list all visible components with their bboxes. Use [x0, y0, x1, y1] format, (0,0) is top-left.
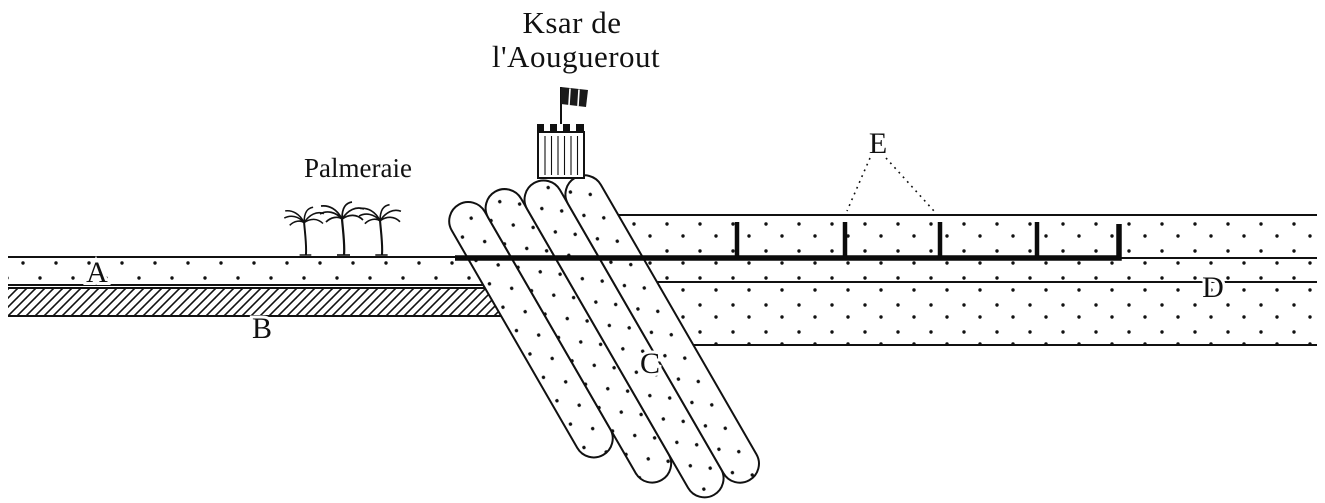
layer-d-mid-band: [600, 261, 1317, 281]
palm-grove-label: Palmeraie: [304, 153, 412, 183]
ksar-fort-icon: [537, 87, 588, 179]
topsoil-layer-a: [8, 259, 500, 284]
label-e: E: [869, 127, 887, 160]
foggara-gallery-line: [455, 224, 1122, 261]
fort-tower-hatching: [544, 136, 579, 175]
palm-tree-icon: [358, 203, 402, 257]
label-b: B: [252, 312, 272, 345]
figure-title-line-1: Ksar de: [522, 5, 621, 40]
palm-grove-illustration: [283, 200, 402, 257]
fort-battlements: [537, 124, 584, 133]
e-leader-left: [846, 157, 871, 212]
hatched-layer-b: [8, 288, 520, 316]
aquifer-layers-d: [575, 214, 1317, 346]
flag-icon: [561, 87, 588, 107]
palm-tree-icon: [318, 200, 366, 257]
label-c: C: [640, 347, 660, 380]
foggara: [455, 222, 1122, 261]
left-layers: [8, 256, 520, 317]
label-d: D: [1202, 271, 1224, 304]
layer-d-lower-band: [640, 284, 1317, 344]
e-leader-lines: [846, 157, 935, 212]
palm-tree-icon: [283, 206, 325, 256]
e-leader-right: [885, 157, 935, 212]
figure-title-line-2: l'Aouguerout: [492, 39, 660, 74]
label-a: A: [86, 256, 108, 289]
layer-d-upper-band: [575, 217, 1317, 257]
fort-tower-body: [537, 131, 585, 179]
